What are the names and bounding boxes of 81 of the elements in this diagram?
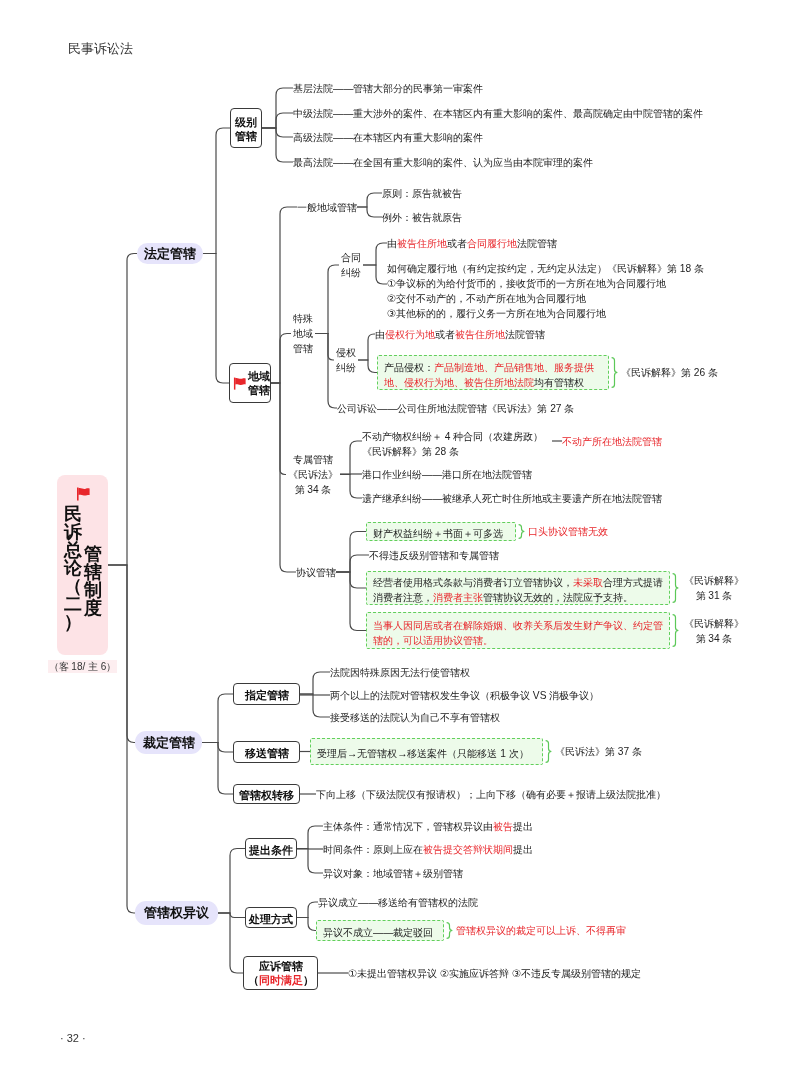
branch-text: 港口作业纠纷——港口所在地法院管辖 [362,466,533,482]
branch-text: 不动产物权纠纷＋ 4 种合同（农建房政）《民诉解释》第 28 条 [362,429,552,459]
branch-text: 中级法院——重大涉外的案件、在本辖区内有重大影响的案件、最高院确定由中院管辖的案件 [293,105,704,121]
branch-text: 主体条件：通常情况下，管辖权异议由被告提出 [323,818,533,834]
branch-text: 两个以上的法院对管辖权发生争议（积极争议 VS 消极争议） [330,687,600,703]
highlight-box: 异议不成立——裁定驳回 [316,920,444,941]
branch-text: 不得违反级别管辖和专属管辖 [369,547,499,563]
category-label: 应诉管辖 [257,959,304,973]
topic-title: 民诉总论（二） [64,505,82,631]
highlight-box: 当事人因同居或者在解除婚姻、收养关系后发生财产争议、约定管辖的，可以适用协议管辖。 [366,612,670,649]
branch-text: 公司诉讼——公司住所地法院管辖《民诉法》第 27 条 [337,400,575,416]
highlight-box: 经营者使用格式条款与消费者订立管辖协议，未采取合理方式提请消费者注意，消费者主张管辖协议无效的，法院应予支持。 [366,571,670,605]
branch-text: 下向上移（下级法院仅有报请权）；上向下移（确有必要＋报请上级法院批准） [316,786,666,802]
connector-line [339,473,363,475]
connector-line [335,571,367,632]
connector-line [357,359,378,374]
branch-text: 合同纠纷 [339,250,363,280]
branch-text: ①争议标的为给付货币的，接收货币的一方所在地为合同履行地 [387,277,668,291]
branch-text: 异议对象：地域管辖＋级别管辖 [323,865,463,881]
branch-text: 法院因特殊原因无法行使管辖权 [330,664,470,680]
connector-line [296,847,324,874]
branch-text: 不动产所在地法院管辖 [562,433,662,449]
category-box: 移送管辖 [233,741,300,763]
page-number: · 32 · [60,1032,86,1044]
connector-line [299,694,331,696]
branch-text: 协议管辖 [296,564,336,580]
branch-text: 侵权纠纷 [334,345,358,375]
category-box: 级别管辖 [230,108,262,148]
branch-text: 高级法院——在本辖区内有重大影响的案件 [293,129,484,145]
connector-line [299,793,317,795]
branch-text: 遗产继承纠纷——被继承人死亡时住所地或主要遗产所在地法院管辖 [362,490,663,506]
highlight-box: 财产权益纠纷＋书面＋可多选 [366,522,516,541]
connector-line [201,741,234,795]
branch-text: ②交付不动产的，不动产所在地为合同履行地 [387,292,588,306]
branch-text: 专属管辖《民诉法》第 34 条 [286,452,340,497]
category-pill: 裁定管辖 [135,731,202,754]
connector-line [362,264,388,285]
connector-line [261,127,294,163]
category-note: （同时满足） [246,973,315,987]
branch-text: 如何确定履行地（有约定按约定，无约定从法定）《民诉解释》第 18 条 [387,262,704,276]
category-pill: 管辖权异议 [135,901,218,925]
highlight-box: 受理后→无管辖权→移送案件（只能移送 1 次） [310,738,543,765]
score-note: （客 18/ 主 6） [47,660,118,673]
branch-text: 最高法院——在全国有重大影响的案件、认为应当由本院审理的案件 [293,154,594,170]
branch-text: 由侵权行为地或者被告住所地法院管辖 [375,326,545,342]
category-box: 管辖权转移 [233,784,300,804]
branch-text: 由被告住所地或者合同履行地法院管辖 [387,235,557,251]
citation-text: 《民诉法》第 37 条 [555,745,642,759]
branch-text: 异议成立——移送给有管辖权的法院 [318,894,479,910]
branch-text: ③其他标的的，履行义务一方所在地为合同履行地 [387,307,608,321]
citation-text: 《民诉解释》第 31 条 [683,574,745,603]
branch-text: 基层法院——管辖大部分的民事第一审案件 [293,80,484,96]
branch-text: 时间条件：原则上应在被告提交答辩状期间提出 [323,841,533,857]
connector-line [202,252,230,384]
branch-text: 原则：原告就被告 [382,185,462,201]
conclusion-text: 管辖权异议的裁定可以上诉、不得再审 [456,924,626,938]
branch-text: 一般地域管辖 [297,199,357,215]
connector-line [317,972,349,974]
running-head: 民事诉讼法 [68,40,133,58]
connector-line [296,916,317,932]
category-label: 地域管辖 [247,369,270,397]
connector-line [296,848,324,850]
topic-subtitle: 管辖制度 [84,545,102,617]
category-box [229,363,271,403]
category-box [243,956,318,990]
branch-text: ①未提出管辖权异议 ②实施应诉答辩 ③不违反专属级别管辖的规定 [348,965,642,981]
connector-line [270,382,297,573]
category-pill: 法定管辖 [137,243,203,264]
citation-text: 《民诉解释》第 34 条 [683,616,745,646]
branch-text: 例外：被告就原告 [382,209,462,225]
category-box: 指定管辖 [233,683,300,705]
category-box: 处理方式 [245,907,297,928]
highlight-box: 产品侵权：产品制造地、产品销售地、服务提供地、侵权行为地、被告住所地法院均有管辖权 [377,355,609,390]
connector-line [356,206,383,218]
branch-text: 接受移送的法院认为自己不享有管辖权 [330,709,500,725]
branch-text: 特殊地域管辖 [291,311,315,356]
connector-line [299,693,331,718]
citation-text: 《民诉解释》第 26 条 [621,366,718,380]
category-box: 提出条件 [245,838,297,859]
conclusion-text: 口头协议管辖无效 [528,525,608,539]
connector-line [551,440,563,442]
